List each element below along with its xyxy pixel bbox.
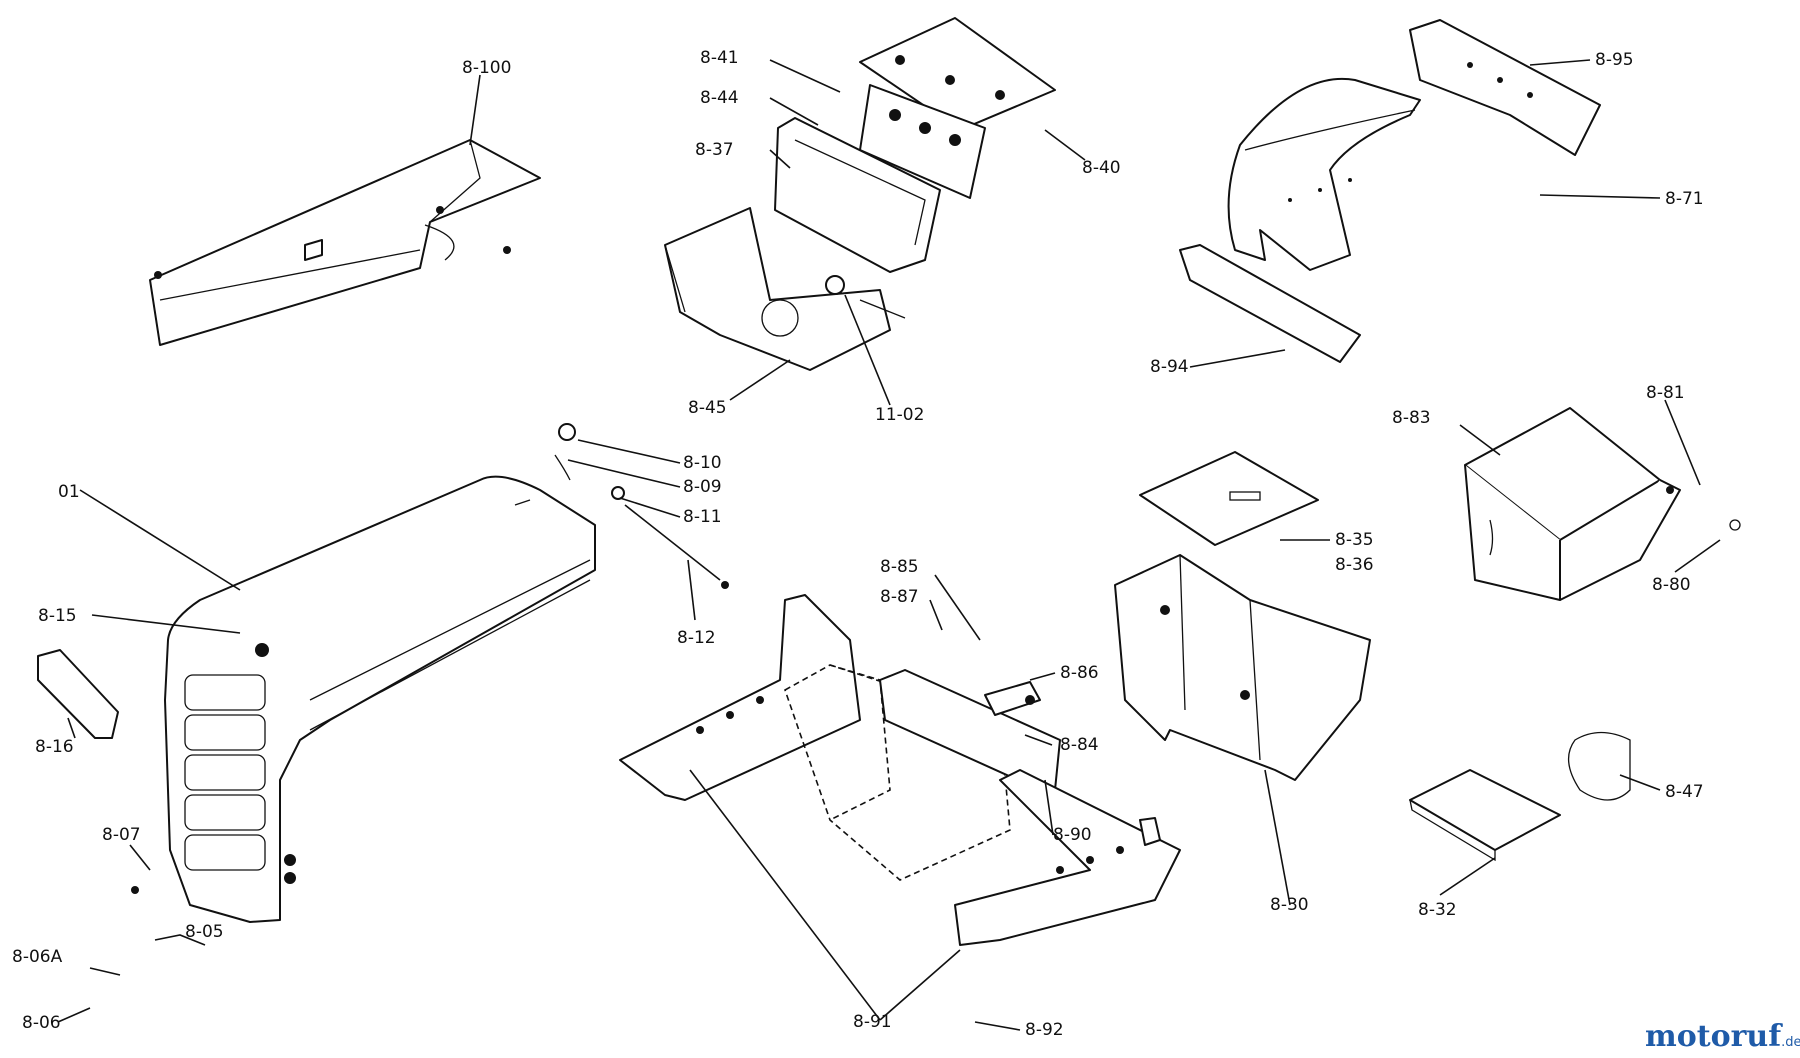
label-8-40: 8-40 xyxy=(1082,158,1121,178)
rear-hood-drawing xyxy=(1179,19,1601,363)
label-8-80: 8-80 xyxy=(1652,575,1691,595)
label-8-85: 8-85 xyxy=(880,557,919,577)
label-8-12: 8-12 xyxy=(677,628,716,648)
label-8-06: 8-06 xyxy=(22,1013,61,1033)
label-8-91: 8-91 xyxy=(853,1012,892,1032)
footrest-platform-drawing xyxy=(619,594,1181,946)
misc-plates-drawing xyxy=(1409,731,1631,862)
label-8-16: 8-16 xyxy=(35,737,74,757)
watermark-brand: motoruf xyxy=(1645,1019,1783,1054)
label-8-94: 8-94 xyxy=(1150,357,1189,377)
label-8-10: 8-10 xyxy=(683,453,722,473)
label-8-06A: 8-06A xyxy=(12,947,63,967)
label-01: 01 xyxy=(58,482,80,502)
part-8-100-drawing xyxy=(149,139,541,346)
watermark-suffix: .de xyxy=(1781,1035,1800,1050)
battery-tray-drawing xyxy=(1464,407,1741,601)
label-8-92: 8-92 xyxy=(1025,1020,1064,1040)
label-8-47: 8-47 xyxy=(1665,782,1704,802)
label-8-05: 8-05 xyxy=(185,922,224,942)
label-8-90: 8-90 xyxy=(1053,825,1092,845)
svg-text:motoruf.de: motoruf.de xyxy=(1645,1019,1800,1054)
label-8-71: 8-71 xyxy=(1665,189,1704,209)
hood-01-drawing xyxy=(37,475,596,923)
label-8-45: 8-45 xyxy=(688,398,727,418)
label-8-83: 8-83 xyxy=(1392,408,1431,428)
label-8-30: 8-30 xyxy=(1270,895,1309,915)
label-8-35: 8-35 xyxy=(1335,530,1374,550)
label-8-100: 8-100 xyxy=(462,58,511,78)
label-8-44: 8-44 xyxy=(700,88,739,108)
label-8-07: 8-07 xyxy=(102,825,141,845)
label-8-36: 8-36 xyxy=(1335,555,1374,575)
label-8-32: 8-32 xyxy=(1418,900,1457,920)
label-8-86: 8-86 xyxy=(1060,663,1099,683)
label-8-87: 8-87 xyxy=(880,587,919,607)
label-8-09: 8-09 xyxy=(683,477,722,497)
part-labels: 01 8-05 8-06A 8-06 8-07 8-09 8-10 8-11 8… xyxy=(12,48,1704,1040)
leader-lines xyxy=(57,59,1721,1031)
label-8-15: 8-15 xyxy=(38,606,77,626)
label-8-81: 8-81 xyxy=(1646,383,1685,403)
label-11-02: 11-02 xyxy=(875,405,924,425)
label-8-95: 8-95 xyxy=(1595,50,1634,70)
seat-frame-drawing xyxy=(1114,451,1371,781)
label-8-41: 8-41 xyxy=(700,48,739,68)
label-8-37: 8-37 xyxy=(695,140,734,160)
dashboard-assembly-drawing xyxy=(664,17,1056,371)
label-8-11: 8-11 xyxy=(683,507,722,527)
hood-latch-drawing xyxy=(554,423,729,589)
label-8-84: 8-84 xyxy=(1060,735,1099,755)
watermark-logo: motoruf.de xyxy=(1645,1019,1800,1054)
